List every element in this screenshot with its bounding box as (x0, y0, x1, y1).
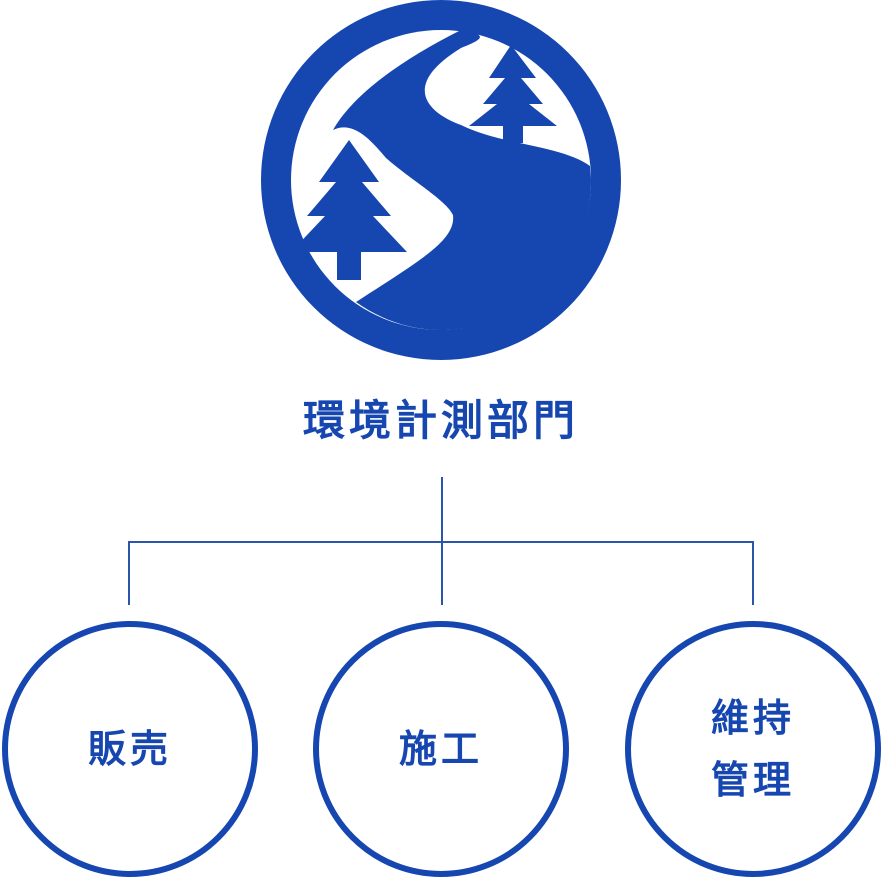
right-tree-icon (469, 45, 557, 143)
branch-label: 販売 (87, 727, 172, 771)
branch-label: 施工 (398, 727, 483, 771)
branch-node-construction: 施工 (313, 621, 569, 877)
logo-river-shape (333, 30, 591, 330)
river-forest-logo-icon (261, 0, 621, 360)
branch-label-line-2: 管理 (710, 758, 795, 802)
branch-node-maintenance: 維持 管理 (625, 621, 881, 877)
department-title: 環境計測部門 (302, 396, 579, 445)
branch-label-line-1: 維持 (710, 696, 795, 740)
left-tree-icon (291, 140, 407, 280)
branch-node-sales: 販売 (2, 621, 258, 877)
